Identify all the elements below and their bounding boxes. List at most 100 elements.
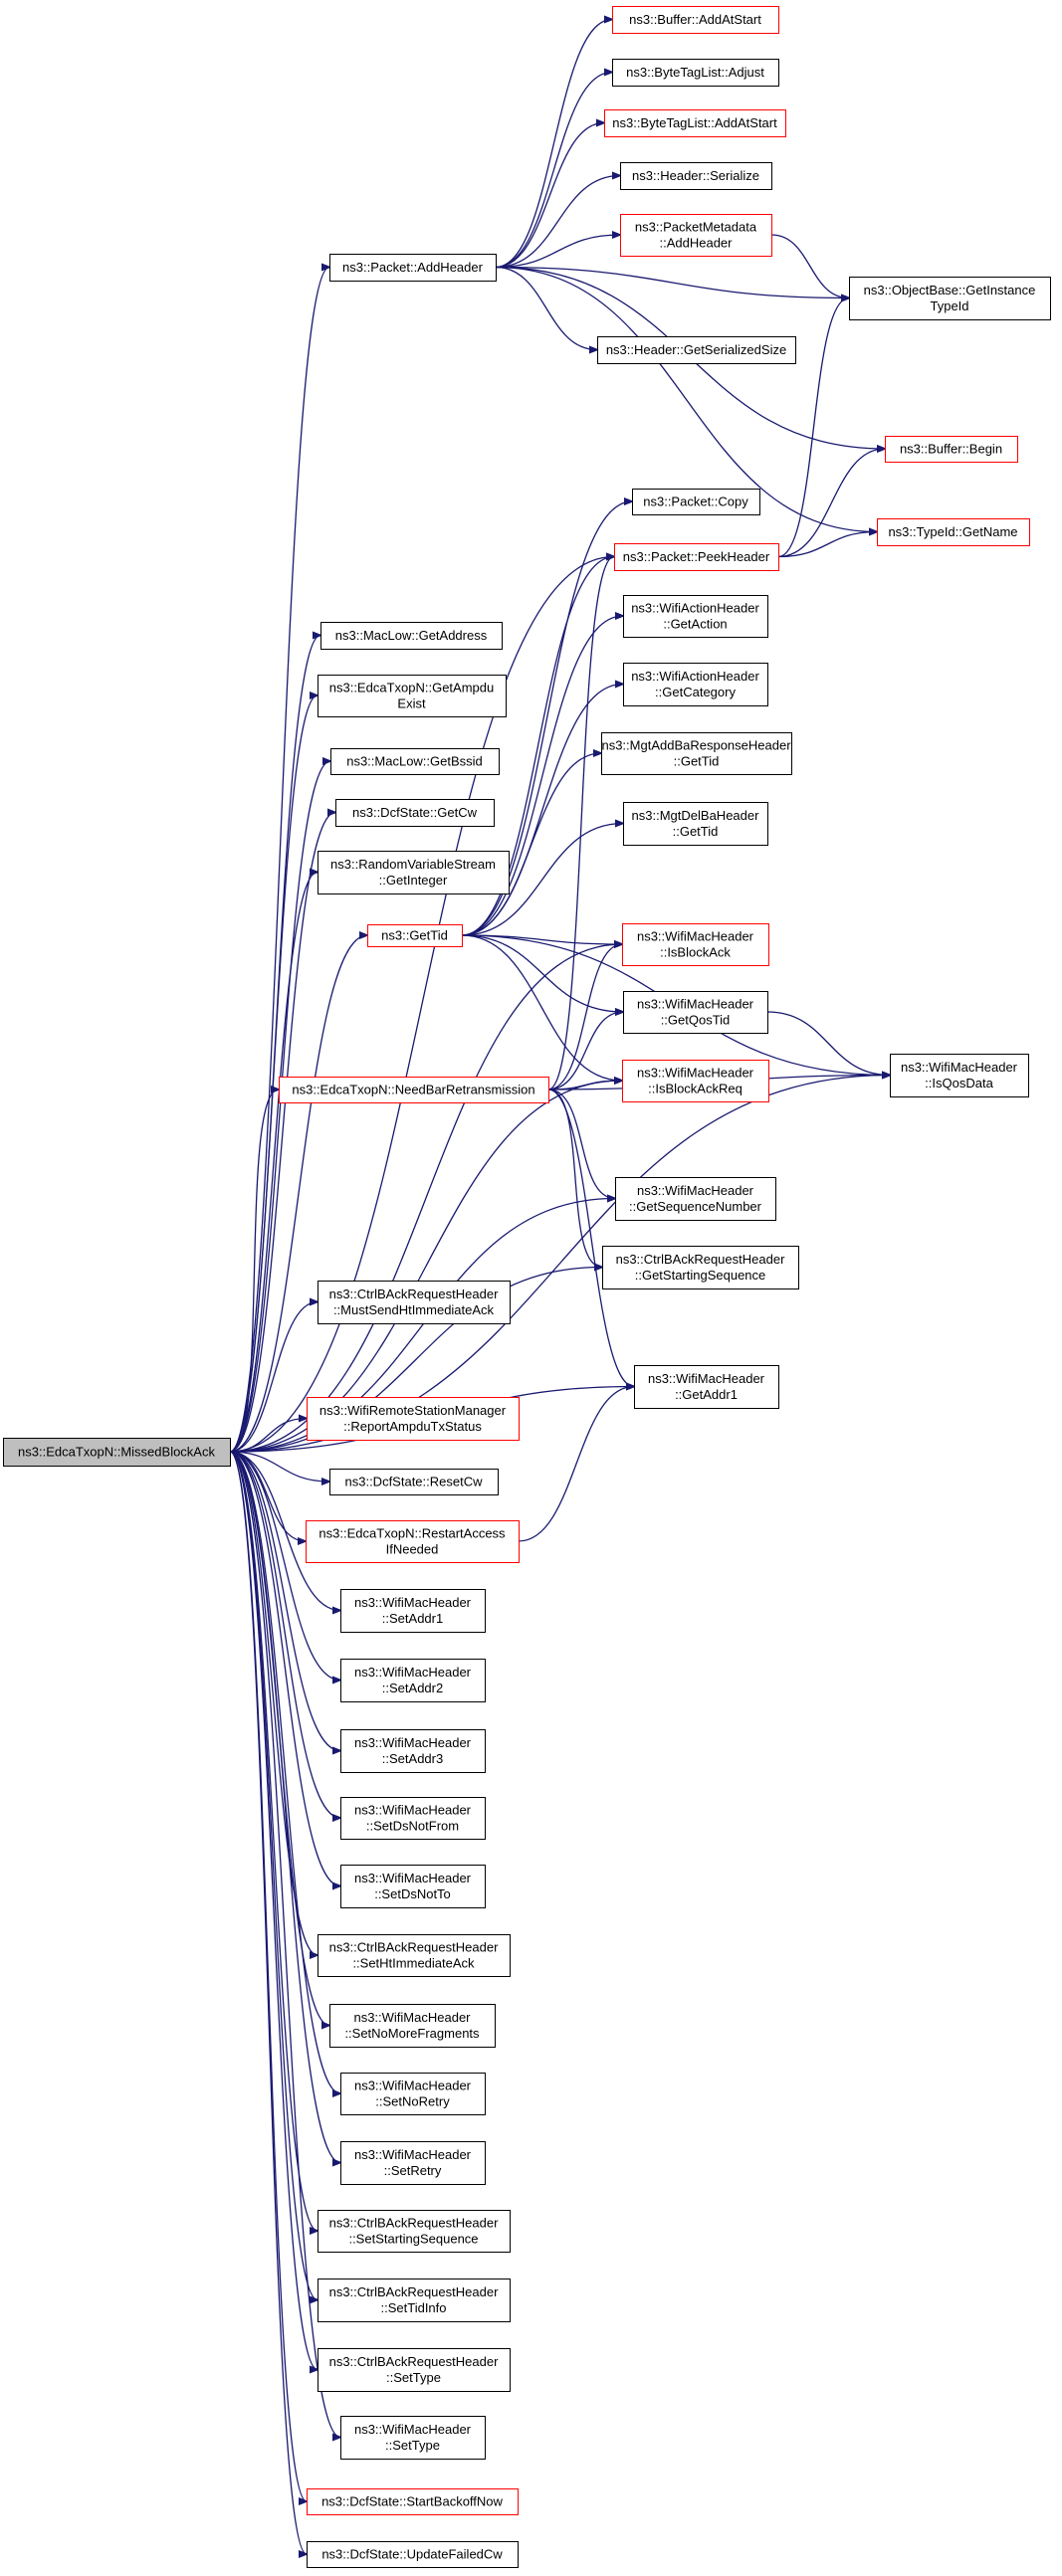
node-dcfstate-resetcw[interactable]: ns3::DcfState::ResetCw: [329, 1469, 499, 1495]
edge-gettid-to-wifiaction_getaction: [461, 616, 623, 936]
node-wifiaction-getaction[interactable]: ns3::WifiActionHeader::GetAction: [623, 595, 768, 638]
node-bytetaglist-addatstart[interactable]: ns3::ByteTagList::AddAtStart: [604, 109, 786, 137]
node-label-line: ::IsBlockAckReq: [648, 1082, 743, 1096]
node-wifimac-setaddr3[interactable]: ns3::WifiMacHeader::SetAddr3: [340, 1729, 486, 1773]
node-label-line: ns3::WifiMacHeader: [354, 1871, 472, 1885]
edge-root-to-wifimac_setaddr3: [229, 1451, 340, 1751]
node-root[interactable]: ns3::EdcaTxopN::MissedBlockAck: [3, 1438, 231, 1467]
node-wifimac-setnoretry[interactable]: ns3::WifiMacHeader::SetNoRetry: [340, 2073, 486, 2115]
node-box: [307, 2488, 519, 2515]
node-label-line: TypeId: [930, 298, 968, 313]
node-ctrlbar-mustsendhtimmediateack[interactable]: ns3::CtrlBAckRequestHeader::MustSendHtIm…: [318, 1281, 511, 1324]
node-dcfstate-updatefailedcw[interactable]: ns3::DcfState::UpdateFailedCw: [307, 2541, 519, 2568]
edge-root-to-ctrlbar_settidinfo: [229, 1451, 318, 2300]
node-label-line: ns3::ByteTagList::AddAtStart: [612, 115, 777, 130]
node-maclow-getaddress[interactable]: ns3::MacLow::GetAddress: [320, 622, 503, 650]
node-dcfstate-startbackoffnow[interactable]: ns3::DcfState::StartBackoffNow: [307, 2488, 519, 2515]
node-label-line: ns3::Buffer::AddAtStart: [629, 12, 761, 27]
node-label-line: ns3::WifiMacHeader: [354, 1735, 472, 1750]
node-packetmetadata-addheader[interactable]: ns3::PacketMetadata::AddHeader: [620, 214, 772, 257]
node-wifiaction-getcategory[interactable]: ns3::WifiActionHeader::GetCategory: [623, 663, 768, 706]
node-header-serialize[interactable]: ns3::Header::Serialize: [620, 162, 772, 190]
node-label-line: ns3::WifiActionHeader: [631, 601, 759, 616]
node-header-getserializedsize[interactable]: ns3::Header::GetSerializedSize: [597, 336, 796, 364]
edge-gettid-to-mgtaddba_gettid: [461, 753, 601, 936]
node-box: [279, 1077, 549, 1103]
node-randomvariablestream-getinteger[interactable]: ns3::RandomVariableStream::GetInteger: [318, 851, 510, 894]
node-edca-needbarretransmission[interactable]: ns3::EdcaTxopN::NeedBarRetransmission: [279, 1077, 549, 1103]
node-label-line: ::GetInteger: [379, 873, 448, 888]
node-label-line: ns3::WifiMacHeader: [637, 1183, 754, 1198]
node-label-line: ns3::Buffer::Begin: [900, 442, 1002, 457]
node-label-line: ns3::Header::Serialize: [632, 168, 759, 183]
edge-root-to-dcfstate_resetcw: [229, 1451, 329, 1482]
edge-root-to-wifimac_setaddr2: [229, 1451, 340, 1681]
node-wrsm-reportampdutxstatus[interactable]: ns3::WifiRemoteStationManager::ReportAmp…: [307, 1397, 520, 1441]
edge-wifimac_getqostid-to-wifimac_isqosdata: [766, 1011, 890, 1076]
node-label-line: ns3::DcfState::GetCw: [352, 805, 478, 820]
node-wifimac-setretry[interactable]: ns3::WifiMacHeader::SetRetry: [340, 2141, 486, 2185]
node-box: [849, 277, 1051, 320]
edge-root-to-wifimac_getsequencenumber: [229, 1199, 615, 1453]
node-wifimac-isblockack[interactable]: ns3::WifiMacHeader::IsBlockAck: [622, 923, 769, 966]
node-wifimac-setdsnotto[interactable]: ns3::WifiMacHeader::SetDsNotTo: [340, 1865, 486, 1908]
node-mgtaddba-gettid[interactable]: ns3::MgtAddBaResponseHeader::GetTid: [601, 732, 792, 775]
edge-edca_needbarretransmission-to-wifimac_getaddr1: [547, 1089, 634, 1387]
node-label-line: ns3::WifiMacHeader: [354, 1595, 472, 1610]
node-wifimac-getsequencenumber[interactable]: ns3::WifiMacHeader::GetSequenceNumber: [615, 1177, 776, 1221]
edge-root-to-maclow_getbssid: [229, 761, 330, 1453]
node-label-line: ns3::Packet::Copy: [643, 495, 748, 509]
node-maclow-getbssid[interactable]: ns3::MacLow::GetBssid: [330, 748, 500, 775]
edge-packet_addheader-to-bytetaglist_adjust: [495, 73, 612, 269]
node-packet-peekheader[interactable]: ns3::Packet::PeekHeader: [614, 543, 779, 571]
node-label-line: ns3::WifiMacHeader: [648, 1371, 765, 1386]
edge-gettid-to-wifimac_getqostid: [461, 934, 623, 1012]
node-ctrlbar-getstartingsequence[interactable]: ns3::CtrlBAckRequestHeader::GetStartingS…: [602, 1246, 799, 1289]
node-ctrlbar-sethtimmediateack[interactable]: ns3::CtrlBAckRequestHeader::SetHtImmedia…: [318, 1934, 511, 1977]
node-buffer-begin[interactable]: ns3::Buffer::Begin: [885, 436, 1018, 463]
node-packet-addheader[interactable]: ns3::Packet::AddHeader: [329, 254, 497, 282]
node-box: [622, 1060, 769, 1102]
node-ctrlbar-settidinfo[interactable]: ns3::CtrlBAckRequestHeader::SetTidInfo: [318, 2279, 511, 2322]
node-wifimac-isqosdata[interactable]: ns3::WifiMacHeader::IsQosData: [890, 1054, 1029, 1097]
edge-root-to-wifimac_setdsnotto: [229, 1451, 340, 1886]
node-label-line: ::GetSequenceNumber: [629, 1199, 762, 1214]
edge-root-to-wifimac_setaddr1: [229, 1451, 340, 1611]
node-box: [622, 923, 769, 966]
edge-gettid-to-packet_copy: [461, 501, 632, 936]
edge-edca_needbarretransmission-to-wifimac_isblockack: [547, 944, 622, 1090]
node-wifimac-setaddr2[interactable]: ns3::WifiMacHeader::SetAddr2: [340, 1659, 486, 1702]
node-label-line: ns3::DcfState::StartBackoffNow: [321, 2494, 503, 2509]
node-label-line: ::GetAction: [663, 617, 727, 632]
node-label-line: ns3::PacketMetadata: [635, 220, 757, 235]
node-wifimac-settype[interactable]: ns3::WifiMacHeader::SetType: [340, 2416, 486, 2460]
nodes-layer: ns3::EdcaTxopN::MissedBlockAck ns3::Packe…: [3, 6, 1051, 2568]
node-label-line: ns3::WifiMacHeader: [637, 1066, 754, 1081]
node-box: [615, 1177, 776, 1221]
edge-edca_restartaccessifneeded-to-wifimac_getaddr1: [518, 1387, 634, 1542]
node-wifimac-setaddr1[interactable]: ns3::WifiMacHeader::SetAddr1: [340, 1589, 486, 1633]
node-box: [623, 595, 768, 638]
node-buffer-addatstart[interactable]: ns3::Buffer::AddAtStart: [612, 6, 779, 34]
node-ctrlbar-settype[interactable]: ns3::CtrlBAckRequestHeader::SetType: [318, 2348, 511, 2392]
node-box: [340, 1797, 486, 1840]
node-wifimac-getqostid[interactable]: ns3::WifiMacHeader::GetQosTid: [623, 991, 768, 1034]
node-packet-copy[interactable]: ns3::Packet::Copy: [632, 489, 760, 515]
node-mgtdelba-gettid[interactable]: ns3::MgtDelBaHeader::GetTid: [623, 802, 768, 846]
node-label-line: ns3::EdcaTxopN::GetAmpdu: [329, 681, 494, 695]
node-gettid[interactable]: ns3::GetTid: [367, 924, 463, 947]
node-bytetaglist-adjust[interactable]: ns3::ByteTagList::Adjust: [612, 59, 779, 87]
node-label-line: ::SetAddr2: [382, 1681, 443, 1695]
node-ctrlbar-setstartingsequence[interactable]: ns3::CtrlBAckRequestHeader::SetStartingS…: [318, 2210, 511, 2253]
node-wifimac-setnomorefragments[interactable]: ns3::WifiMacHeader::SetNoMoreFragments: [329, 2004, 496, 2048]
node-typeid-getname[interactable]: ns3::TypeId::GetName: [877, 518, 1030, 546]
node-label-line: ::GetCategory: [655, 685, 736, 699]
edge-root-to-dcfstate_updatefailedcw: [229, 1451, 307, 2554]
node-wifimac-setdsnotfrom[interactable]: ns3::WifiMacHeader::SetDsNotFrom: [340, 1797, 486, 1840]
node-wifimac-isblockackreq[interactable]: ns3::WifiMacHeader::IsBlockAckReq: [622, 1060, 769, 1102]
node-dcfstate-getcw[interactable]: ns3::DcfState::GetCw: [335, 799, 495, 827]
node-wifimac-getaddr1[interactable]: ns3::WifiMacHeader::GetAddr1: [634, 1365, 779, 1409]
